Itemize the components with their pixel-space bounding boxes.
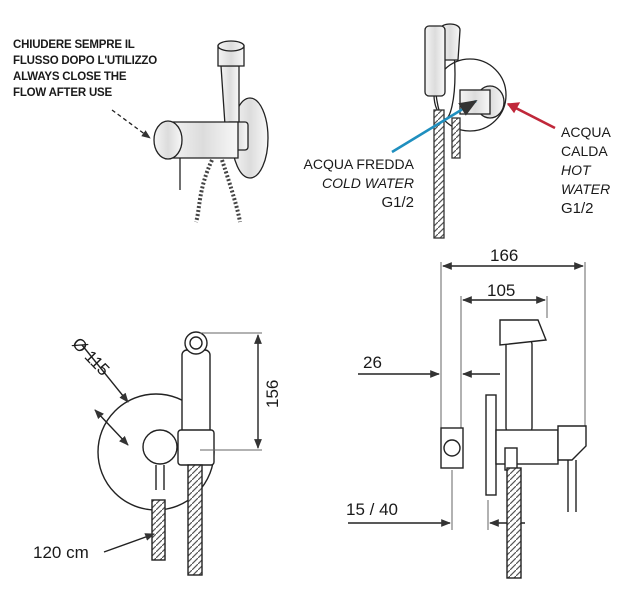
cold-water-thread: G1/2: [381, 194, 414, 211]
note-line-4: FLOW AFTER USE: [13, 87, 112, 99]
hot-water-label-it-1: ACQUA: [561, 124, 611, 140]
hot-water-thread: G1/2: [561, 200, 594, 217]
width-total-label: 166: [490, 246, 519, 265]
height-label: 156: [263, 379, 282, 408]
hot-water-callout: ACQUA CALDA HOT WATER G1/2: [561, 123, 611, 218]
width-inner-label: 105: [487, 281, 516, 300]
note-line-2: FLUSSO DOPO L'UTILIZZO: [13, 55, 157, 67]
hot-water-label-en-2: WATER: [561, 181, 611, 197]
side-wall-plate: [485, 394, 497, 496]
product-sketch-connections: [391, 23, 556, 239]
cold-water-label-en: COLD WATER: [321, 175, 414, 191]
front-view: [81, 331, 262, 576]
front-hose: [187, 464, 203, 576]
usage-note: CHIUDERE SEMPRE IL FLUSSO DOPO L'UTILIZZ…: [13, 37, 157, 101]
side-hose: [506, 467, 522, 579]
cold-water-callout: ACQUA FREDDA COLD WATER G1/2: [276, 155, 414, 212]
depth-label: 26: [363, 353, 382, 372]
side-view: [348, 262, 587, 579]
note-pointer-arrow: [111, 109, 151, 139]
cold-water-label-it: ACQUA FREDDA: [303, 156, 414, 172]
note-line-1: CHIUDERE SEMPRE IL: [13, 39, 135, 51]
hot-water-label-it-2: CALDA: [561, 143, 608, 159]
product-sketch-installed: [111, 40, 269, 223]
side-hand-shower: [505, 339, 533, 433]
range-label: 15 / 40: [346, 500, 398, 519]
hot-water-label-en-1: HOT: [561, 162, 591, 178]
hand-shower: [220, 65, 240, 126]
connection-hose: [433, 109, 445, 239]
hose-length-label: 120 cm: [33, 543, 89, 562]
cold-water-arrow: [391, 99, 478, 154]
sketch-hose: [194, 159, 242, 223]
note-line-3: ALWAYS CLOSE THE: [13, 71, 127, 83]
